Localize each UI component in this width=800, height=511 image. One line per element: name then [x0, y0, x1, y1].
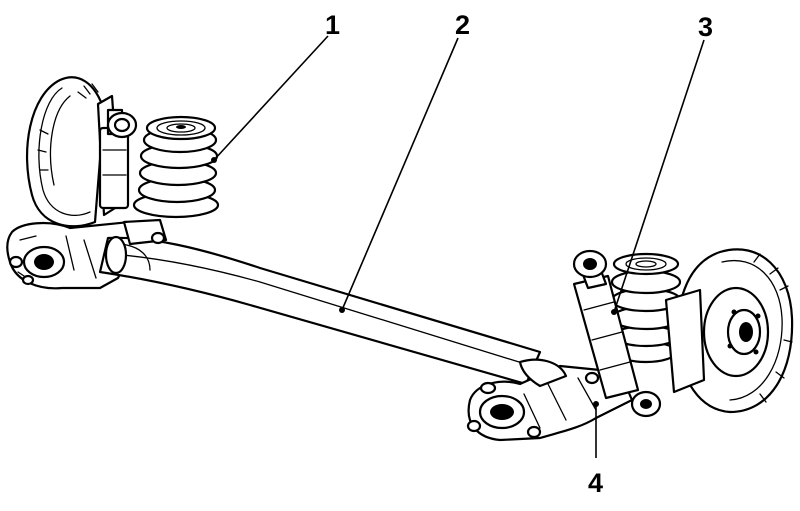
leader-dot-3 [611, 309, 617, 315]
callout-1: 1 [325, 10, 341, 40]
axle-cross-beam [98, 218, 542, 386]
leader-line-1 [213, 35, 329, 161]
callout-4: 4 [588, 468, 604, 498]
leader-lines [211, 35, 705, 458]
leader-line-3 [613, 39, 705, 313]
right-brake-disc [664, 248, 794, 414]
callout-2: 2 [455, 10, 471, 40]
left-shock-absorber [98, 108, 138, 210]
right-shock-absorber [572, 249, 662, 418]
callout-3: 3 [698, 12, 714, 42]
leader-line-2 [341, 37, 459, 311]
leader-dot-2 [339, 307, 345, 313]
right-coil-spring [610, 252, 682, 364]
left-coil-spring [132, 115, 220, 219]
leader-dot-4 [593, 401, 599, 407]
leader-dot-1 [211, 157, 217, 163]
